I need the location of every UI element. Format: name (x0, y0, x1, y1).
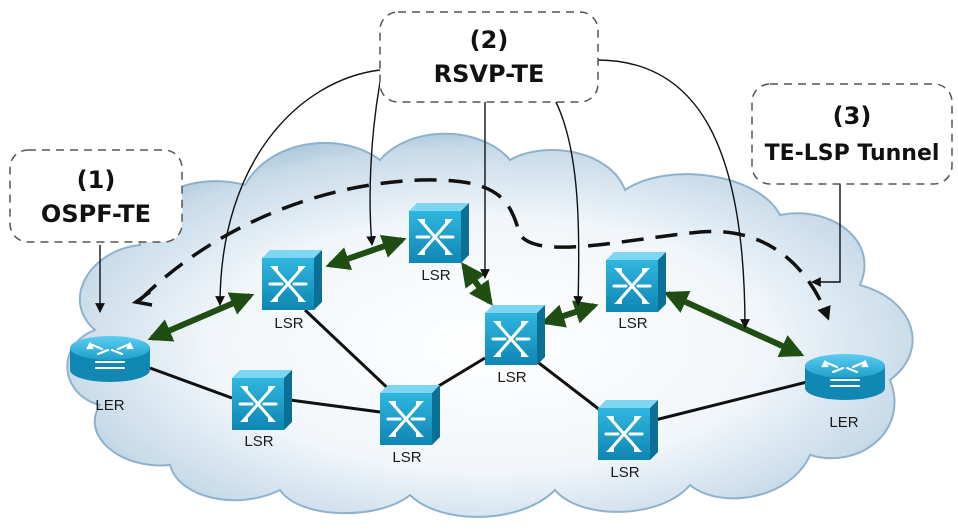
lsp-hop-lsr-1-lsr-2 (325, 234, 407, 271)
callout-tunnel-title: TE-LSP Tunnel (765, 141, 940, 166)
callout-te-lsp-tunnel: (3) TE-LSP Tunnel (751, 83, 953, 185)
lsr-2[interactable]: LSR (407, 201, 471, 284)
link-ler-left-lsr-4 (149, 366, 233, 400)
lsr-6[interactable]: LSR (596, 398, 660, 481)
rsvp-pointer-ler-right (596, 59, 750, 329)
callout-rsvp-title: RSVP-TE (434, 60, 545, 88)
physical-links (149, 308, 816, 422)
link-lsr-6-ler-right (654, 378, 816, 422)
lsr-5[interactable]: LSR (378, 383, 442, 466)
lsr-6-label: LSR (610, 464, 639, 481)
link-lsr-3-lsr-6 (534, 358, 601, 412)
te-lsp-path (147, 234, 805, 357)
lsr-4-label: LSR (244, 433, 273, 450)
link-lsr-1-lsr-5 (303, 308, 397, 397)
lsr-1[interactable]: LSR (260, 248, 324, 332)
callout-arrows (95, 59, 841, 329)
lsp-hop-lsr-3-lsr-7 (540, 300, 599, 328)
callout-tunnel-number: (3) (833, 102, 872, 130)
lsp-hop-lsr-7-ler-right (663, 291, 805, 357)
callout-tunnel-box (751, 83, 953, 185)
callout-rsvp-box (379, 11, 599, 103)
ler-right[interactable]: LER (803, 352, 887, 431)
callout-rsvp-te: (2) RSVP-TE (379, 11, 599, 103)
link-lsr-5-lsr-3 (431, 356, 486, 392)
tunnel-pointer (811, 184, 841, 287)
lsr-5-label: LSR (392, 449, 421, 466)
ler-left-label: LER (95, 397, 124, 414)
ler-left[interactable]: LER (68, 334, 152, 414)
lsr-7-label: LSR (618, 315, 647, 332)
callout-ospf-te: (1) OSPF-TE (9, 149, 183, 243)
lsr-4[interactable]: LSR (230, 368, 294, 450)
rsvp-pointer-lsr-1 (215, 69, 381, 306)
lsr-3-label: LSR (497, 369, 526, 386)
callout-ospf-number: (1) (77, 166, 116, 194)
rsvp-pointer-lsr-7 (554, 99, 584, 306)
ler-right-label: LER (829, 414, 858, 431)
callout-ospf-title: OSPF-TE (41, 200, 151, 228)
lsr-7[interactable]: LSR (604, 250, 668, 332)
lsp-hop-ler-left-lsr-1 (147, 292, 255, 342)
callout-ospf-box (9, 149, 183, 243)
lsr-1-label: LSR (274, 315, 303, 332)
tunnel-arc-start-arrow (131, 290, 153, 307)
lsp-hop-lsr-2-lsr-3 (461, 262, 493, 306)
lsr-3[interactable]: LSR (483, 303, 547, 386)
lsr-2-label: LSR (421, 267, 450, 284)
rsvp-pointer-lsr-2 (366, 81, 381, 246)
callout-rsvp-number: (2) (470, 26, 509, 54)
link-lsr-4-lsr-5 (289, 398, 381, 414)
